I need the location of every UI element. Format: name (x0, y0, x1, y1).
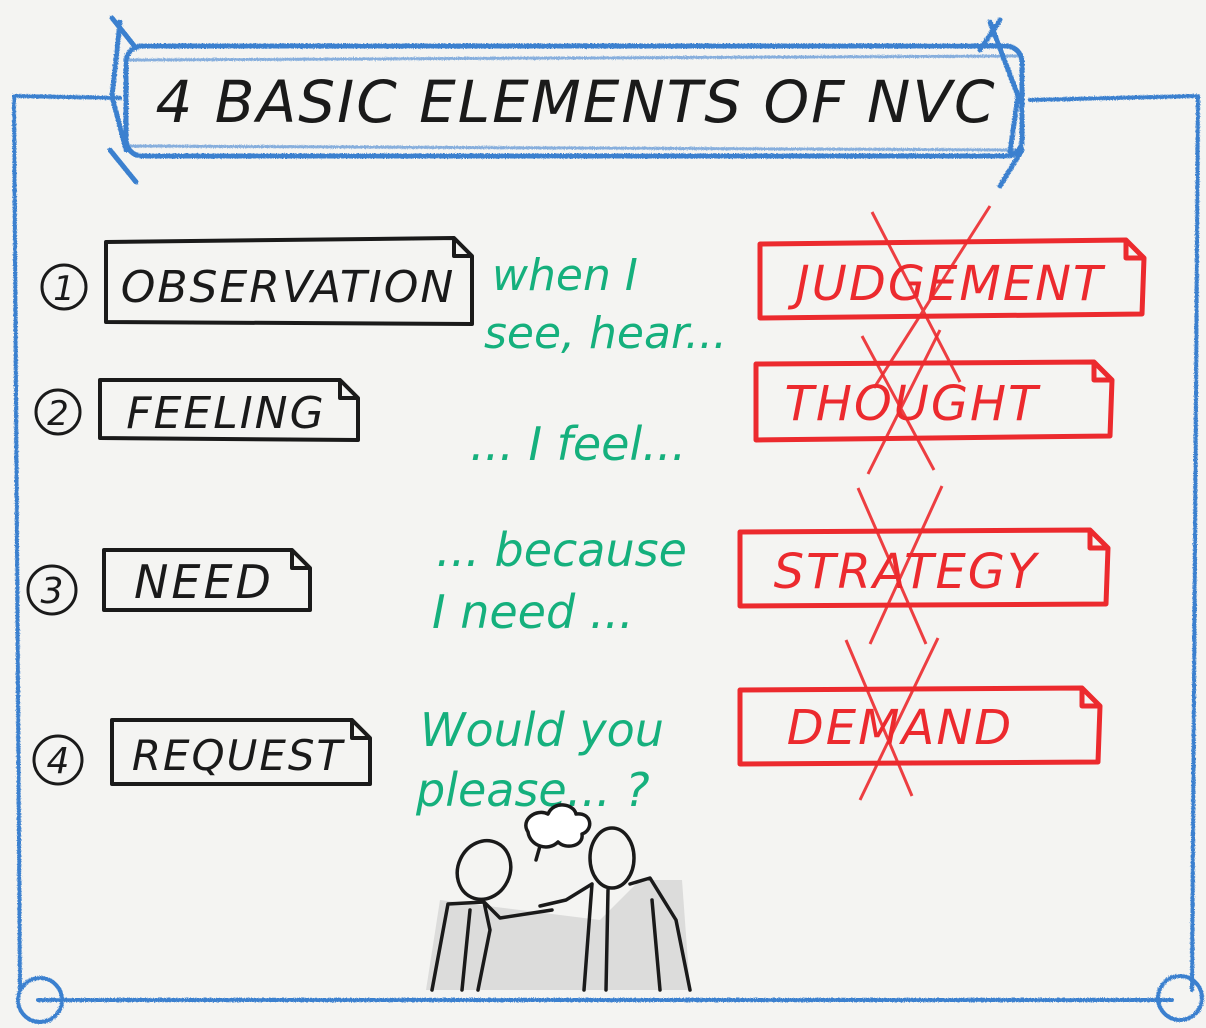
thought-bubble-tail (534, 844, 542, 862)
cross-out-judgement (870, 205, 992, 389)
person-left-body (430, 900, 554, 992)
avoid-label-demand: DEMAND (787, 700, 1013, 756)
avoid-label-strategy: STRATEGY (774, 544, 1040, 600)
avoid-box-demand (737, 685, 1103, 767)
title-banner (107, 15, 1025, 189)
number-circle-2 (34, 388, 82, 436)
thought-bubble (524, 803, 592, 849)
phrase-request-line2: please... ? (415, 763, 650, 817)
label-box-3 (102, 548, 312, 612)
label-box-4 (110, 718, 372, 786)
avoid-box-thought (753, 359, 1115, 443)
person-left-head (455, 838, 513, 902)
person-right-head (588, 826, 636, 890)
element-row-observation: 1 OBSERVATION when I see, hear... JUDGEM… (40, 205, 1147, 389)
blue-frame (12, 94, 1204, 1024)
label-box-1 (104, 236, 474, 326)
element-label-feeling: FEELING (126, 388, 325, 439)
phrase-observation-line1: when I (492, 250, 638, 301)
element-row-feeling: 2 FEELING ... I feel... THOUGHT (34, 329, 1115, 475)
number-label-1: 1 (53, 269, 75, 309)
figure-shading (426, 880, 690, 990)
element-row-request: 4 REQUEST Would you please... ? DEMAND (32, 637, 1103, 817)
cross-out-demand (844, 637, 940, 801)
cross-out-thought (860, 329, 942, 475)
avoid-box-judgement (757, 237, 1147, 321)
page-title: 4 BASIC ELEMENTS OF NVC (155, 68, 996, 136)
number-label-3: 3 (41, 571, 64, 612)
number-circle-3 (26, 564, 78, 616)
number-label-4: 4 (47, 741, 70, 782)
cross-out-strategy (856, 485, 944, 645)
label-box-2 (98, 378, 360, 442)
element-label-observation: OBSERVATION (121, 262, 456, 313)
element-row-need: 3 NEED ... because I need ... STRATEGY (26, 485, 1111, 645)
number-circle-4 (32, 734, 84, 786)
element-label-need: NEED (134, 555, 274, 609)
avoid-label-judgement: JUDGEMENT (788, 256, 1106, 312)
person-right-body (538, 876, 692, 992)
phrase-request-line1: Would you (420, 703, 664, 757)
number-label-2: 2 (47, 394, 69, 434)
phrase-need-line1: ... because (436, 523, 687, 577)
phrase-feeling: ... I feel... (470, 417, 686, 471)
phrase-observation-line2: see, hear... (484, 308, 727, 359)
avoid-box-strategy (737, 527, 1111, 609)
two-people-illustration (426, 803, 692, 992)
element-label-request: REQUEST (132, 731, 346, 780)
number-circle-1 (40, 263, 88, 311)
phrase-need-line2: I need ... (432, 585, 634, 639)
